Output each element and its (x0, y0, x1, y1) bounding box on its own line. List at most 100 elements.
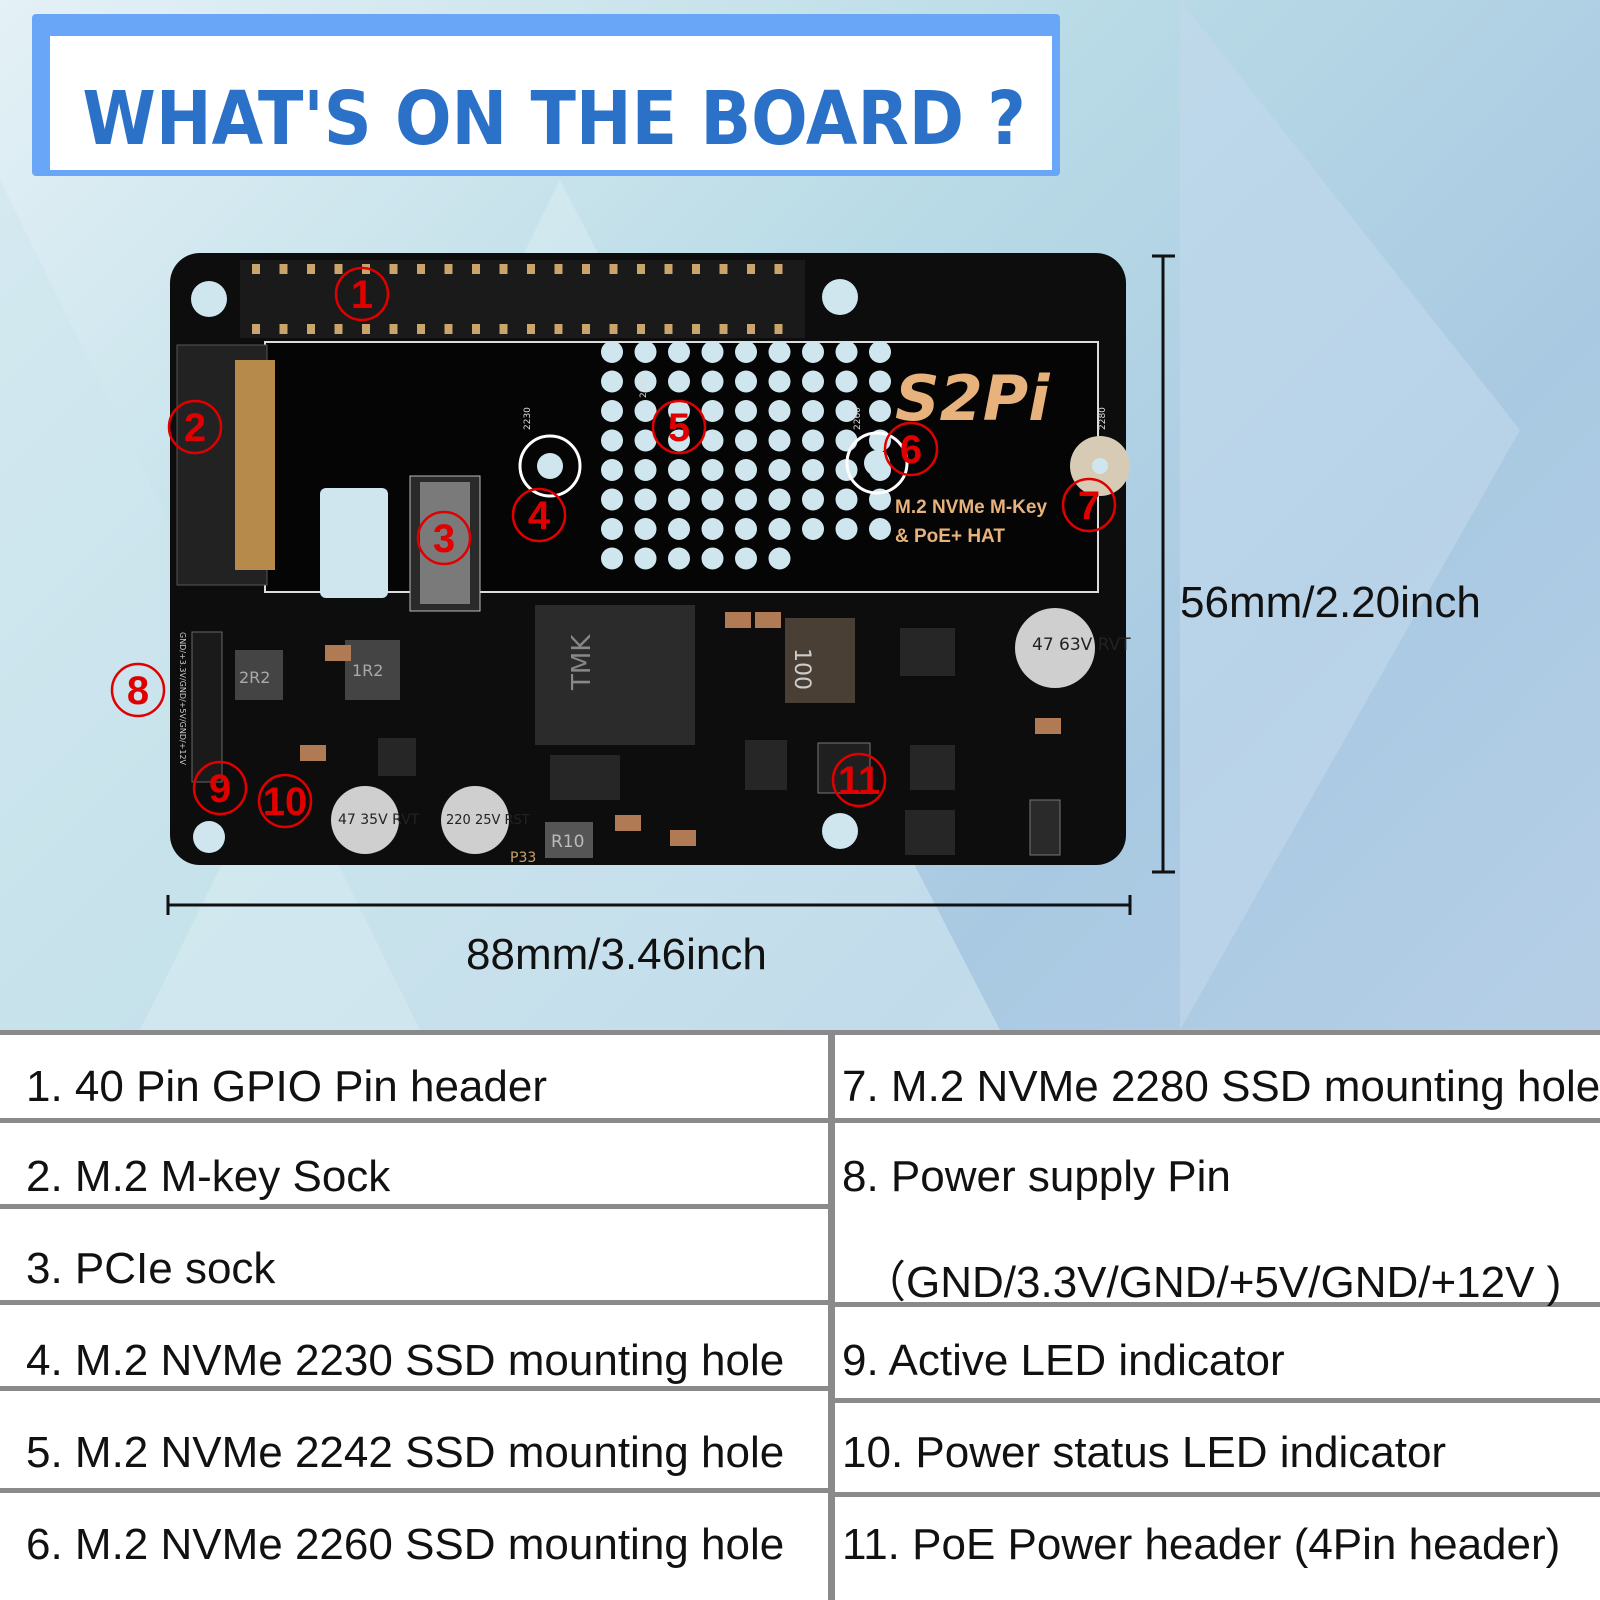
grid-hole (869, 341, 891, 363)
mounting-hole (822, 813, 858, 849)
gpio-pin (389, 264, 398, 274)
grid-hole (601, 400, 623, 422)
height-dimension: 56mm/2.20inch (1180, 578, 1481, 627)
grid-hole (634, 488, 657, 511)
grid-hole (835, 429, 858, 452)
grid-hole (668, 370, 690, 393)
gpio-pin (252, 264, 260, 274)
gpio-pin (637, 264, 645, 274)
marker-circle (192, 760, 248, 816)
marker-number: 5 (668, 406, 690, 450)
title-frame: WHAT'S ON THE BOARD ? (32, 14, 1060, 176)
gpio-pin (747, 264, 755, 274)
svg-text:1R2: 1R2 (352, 661, 383, 680)
svg-text:47 63V RVT: 47 63V RVT (1032, 635, 1131, 655)
legend-item: 7. M.2 NVMe 2280 SSD mounting hole (842, 1062, 1600, 1111)
grid-hole (601, 488, 623, 511)
grid-hole (768, 400, 791, 422)
grid-hole (668, 518, 690, 540)
capacitor (331, 786, 399, 854)
grid-hole (735, 370, 757, 393)
page-title: WHAT'S ON THE BOARD ? (82, 76, 1026, 162)
svg-text:100: 100 (789, 648, 814, 690)
gpio-pin (334, 324, 343, 334)
grid-hole (735, 459, 757, 481)
capacitor (1015, 608, 1095, 688)
gpio-pin (609, 264, 618, 274)
smd-component (325, 645, 351, 661)
grid-hole (768, 547, 791, 570)
grid-hole (735, 518, 757, 540)
grid-hole (701, 429, 724, 452)
legend-item: 8. Power supply Pin (842, 1152, 1231, 1201)
grid-hole (835, 488, 858, 511)
gpio-pin (719, 324, 728, 334)
marker-number: 3 (433, 517, 455, 561)
gpio-pin (609, 324, 618, 334)
gpio-pin (334, 264, 343, 274)
gpio-pin (664, 264, 673, 274)
grid-hole (634, 341, 657, 363)
power-pins (191, 631, 223, 783)
marker-circle (257, 773, 313, 829)
smd-component (615, 815, 641, 831)
grid-hole (802, 341, 824, 363)
grid-hole (601, 370, 623, 393)
gpio-pin (307, 324, 315, 334)
grid-hole (768, 518, 791, 540)
legend-item: 11. PoE Power header (4Pin header) (842, 1520, 1561, 1569)
svg-text:47 35V RVT: 47 35V RVT (338, 812, 420, 828)
marker-number: 10 (263, 780, 308, 824)
gpio-pin (499, 264, 508, 274)
power-pin-label: GND/+3.3V/GND/+5V/GND/+12V (178, 632, 187, 766)
legend-item: 10. Power status LED indicator (842, 1428, 1447, 1477)
svg-text:2280: 2280 (1098, 407, 1108, 430)
grid-hole (768, 341, 791, 363)
grid-hole (634, 400, 657, 422)
poe-header (817, 742, 871, 794)
legend-item: 4. M.2 NVMe 2230 SSD mounting hole (26, 1336, 785, 1385)
grid-hole (802, 370, 824, 393)
svg-text:2R2: 2R2 (239, 668, 270, 687)
grid-hole (768, 459, 791, 481)
gpio-pin (774, 324, 783, 334)
grid-hole (835, 518, 858, 540)
grid-hole (701, 400, 724, 422)
gpio-header (240, 260, 805, 338)
gpio-pin (279, 264, 288, 274)
grid-hole (701, 518, 724, 540)
grid-hole (601, 341, 623, 363)
grid-hole (735, 488, 757, 511)
grid-hole (802, 488, 824, 511)
dimension-lines (166, 254, 1175, 915)
gpio-pin (692, 324, 700, 334)
mounting-hole (191, 281, 227, 317)
marker-circle (416, 510, 472, 566)
legend-item: 3. PCIe sock (26, 1244, 276, 1293)
gpio-pin (499, 324, 508, 334)
marker-circle (167, 399, 223, 455)
gpio-pin (637, 324, 645, 334)
mounting-hole (822, 279, 858, 315)
grid-hole (835, 341, 858, 363)
gpio-pin (279, 324, 288, 334)
grid-hole (634, 429, 657, 452)
grid-hole (601, 429, 623, 452)
grid-hole (802, 429, 824, 452)
gpio-pin (692, 264, 700, 274)
smd-component (670, 830, 696, 846)
gpio-pin (527, 264, 535, 274)
gpio-pin (664, 324, 673, 334)
inductor (345, 640, 400, 700)
grid-hole (701, 341, 724, 363)
grid-hole (768, 429, 791, 452)
grid-hole (869, 400, 891, 422)
grid-hole (768, 370, 791, 393)
transformer (535, 605, 695, 745)
grid-hole (802, 459, 824, 481)
legend-item: 6. M.2 NVMe 2260 SSD mounting hole (26, 1520, 785, 1569)
inductor (785, 618, 855, 703)
gpio-pin (444, 324, 453, 334)
grid-hole (668, 400, 690, 422)
svg-text:TMK: TMK (567, 634, 597, 691)
